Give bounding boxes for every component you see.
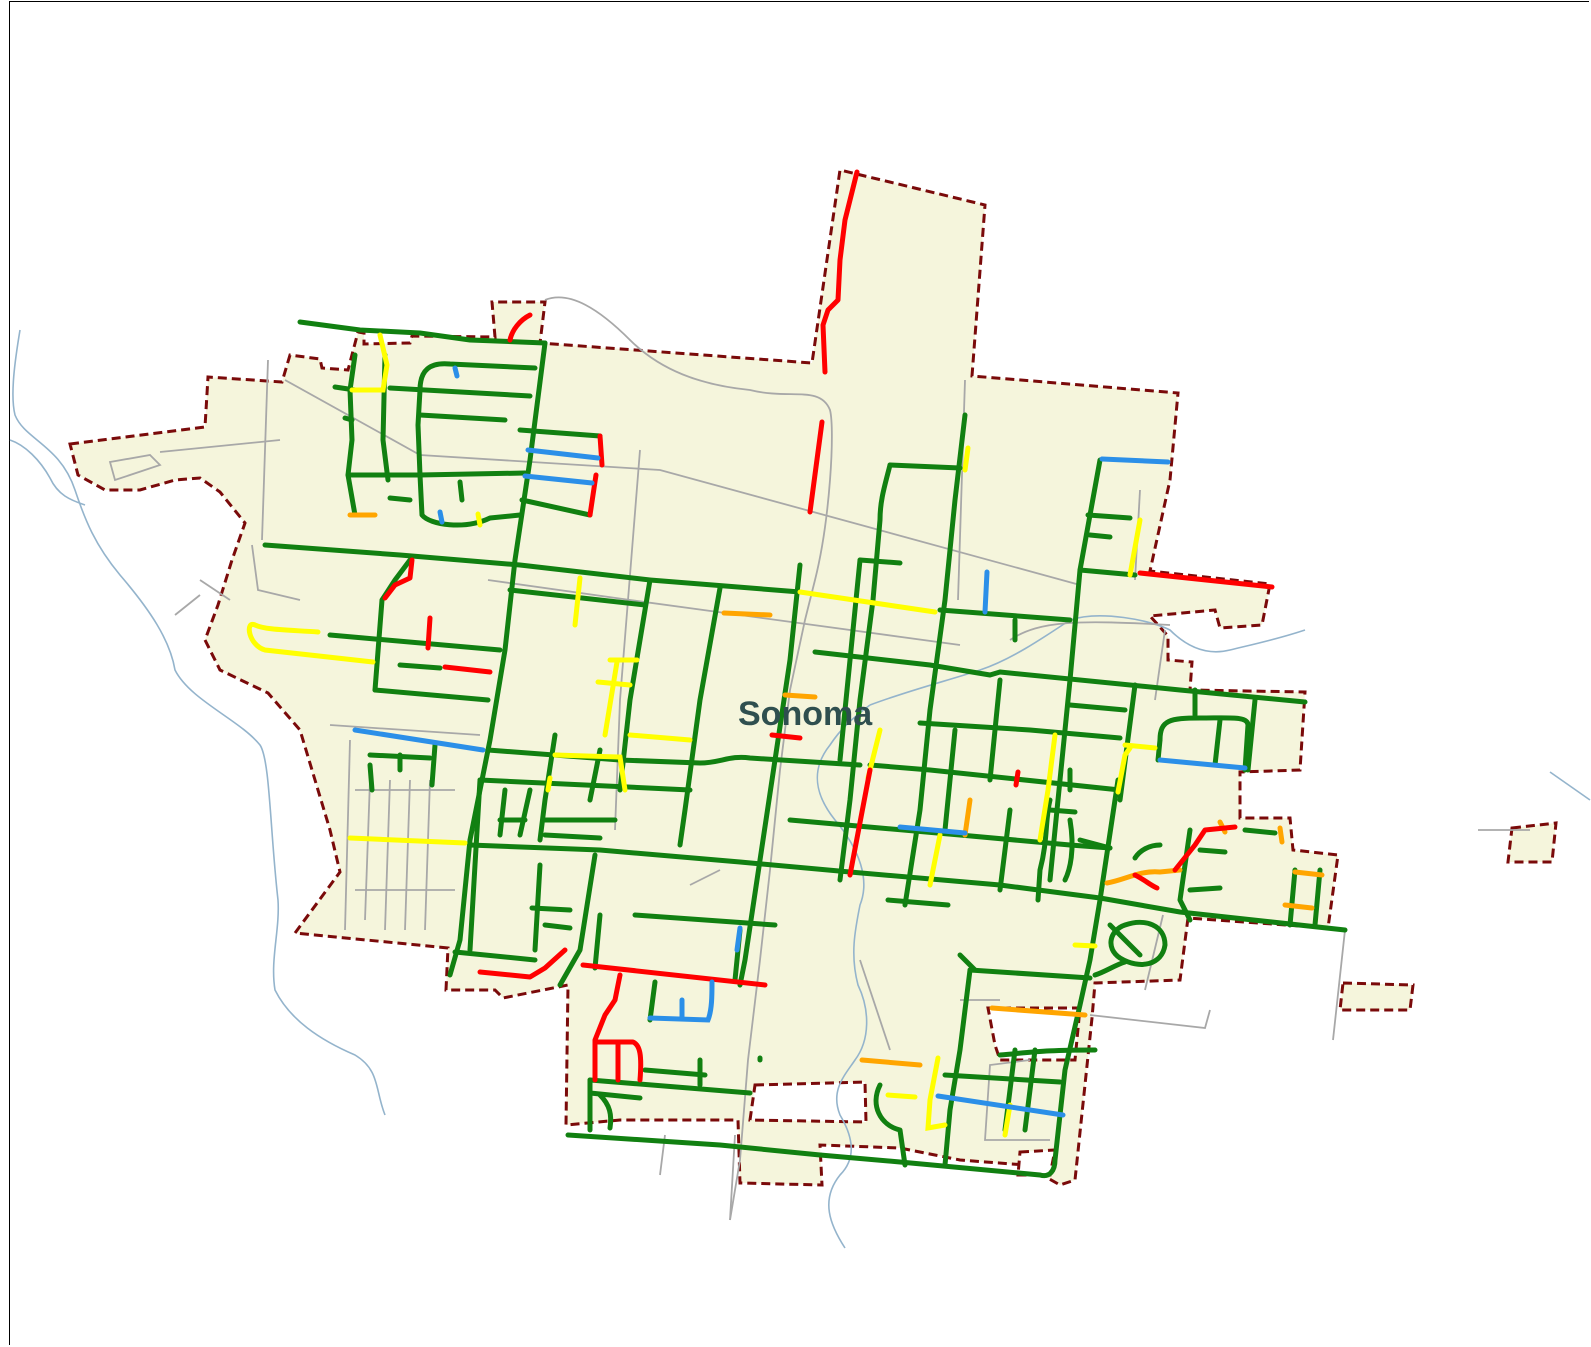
creek-central-east	[869, 615, 1306, 706]
road	[345, 352, 358, 518]
road	[452, 949, 538, 963]
creek-west	[12, 329, 386, 1116]
road	[737, 562, 803, 988]
road	[1062, 817, 1075, 883]
creeks	[9, 329, 1591, 1249]
road	[1157, 715, 1251, 773]
road	[942, 1072, 1063, 1085]
road	[387, 385, 533, 399]
road	[1287, 867, 1298, 928]
road	[397, 662, 443, 671]
road	[837, 462, 893, 883]
road	[1047, 807, 1078, 815]
road	[387, 495, 413, 503]
road	[647, 979, 658, 1023]
road	[642, 1067, 708, 1078]
road	[485, 747, 863, 768]
road	[967, 967, 1093, 981]
road	[597, 1092, 614, 1131]
roads-good	[262, 319, 1348, 1179]
road	[632, 912, 778, 928]
city-label: Sonoma	[738, 695, 873, 733]
road	[917, 720, 1123, 741]
road	[367, 762, 375, 793]
road	[262, 542, 803, 595]
road	[1132, 842, 1163, 861]
road	[677, 585, 723, 848]
roads-poor	[347, 512, 1325, 1068]
road	[1092, 959, 1128, 978]
road	[417, 412, 508, 423]
road	[997, 1047, 1098, 1058]
road	[517, 427, 603, 439]
road	[1187, 885, 1223, 893]
excluded-area-1	[748, 1080, 868, 1124]
road	[1155, 737, 1163, 763]
road	[529, 905, 573, 913]
road	[342, 415, 355, 423]
roads-other	[352, 365, 1248, 1118]
road	[345, 470, 528, 478]
roads-very-poor	[382, 169, 1275, 1083]
roads-fair	[246, 332, 1158, 1138]
road	[1077, 567, 1138, 578]
road	[1085, 512, 1133, 521]
road	[1245, 697, 1258, 773]
road	[557, 852, 598, 988]
road	[812, 649, 1308, 705]
road	[297, 319, 548, 346]
road	[372, 687, 491, 703]
excluded-area-2	[986, 1006, 1082, 1062]
road	[873, 1082, 908, 1168]
creek-east-stub	[1549, 771, 1591, 801]
road	[477, 777, 693, 793]
road	[429, 742, 438, 788]
road	[857, 557, 903, 566]
road	[542, 922, 573, 931]
parcel-east	[1506, 821, 1558, 864]
road	[1242, 827, 1278, 836]
road	[587, 1077, 753, 1096]
road	[537, 732, 558, 843]
road	[1108, 919, 1168, 967]
road	[1312, 867, 1323, 928]
road	[987, 677, 1003, 783]
road	[327, 632, 503, 653]
road	[885, 897, 951, 908]
road	[942, 967, 973, 1168]
road	[1067, 702, 1128, 713]
road	[867, 762, 1123, 793]
road	[467, 842, 1348, 933]
road	[457, 479, 465, 503]
creek-central	[816, 704, 871, 1249]
road	[1022, 1047, 1038, 1133]
road	[592, 912, 603, 971]
road	[415, 387, 423, 478]
road	[957, 952, 978, 973]
road	[1077, 837, 1113, 851]
road	[417, 361, 538, 393]
road	[517, 787, 533, 838]
road	[1212, 717, 1223, 768]
road	[887, 462, 963, 471]
road	[902, 412, 968, 908]
road	[467, 777, 483, 953]
creek-west-branch	[9, 439, 86, 506]
road	[1035, 797, 1053, 903]
road	[997, 807, 1013, 893]
road	[497, 787, 508, 838]
road	[519, 497, 593, 518]
road	[417, 472, 523, 528]
road	[1197, 847, 1228, 855]
road	[1087, 532, 1113, 540]
road	[542, 832, 603, 841]
road	[937, 607, 1073, 623]
road	[837, 557, 863, 763]
parcel-southeast	[1338, 981, 1415, 1012]
road	[1107, 922, 1143, 958]
road	[1047, 457, 1103, 883]
road	[942, 727, 958, 833]
